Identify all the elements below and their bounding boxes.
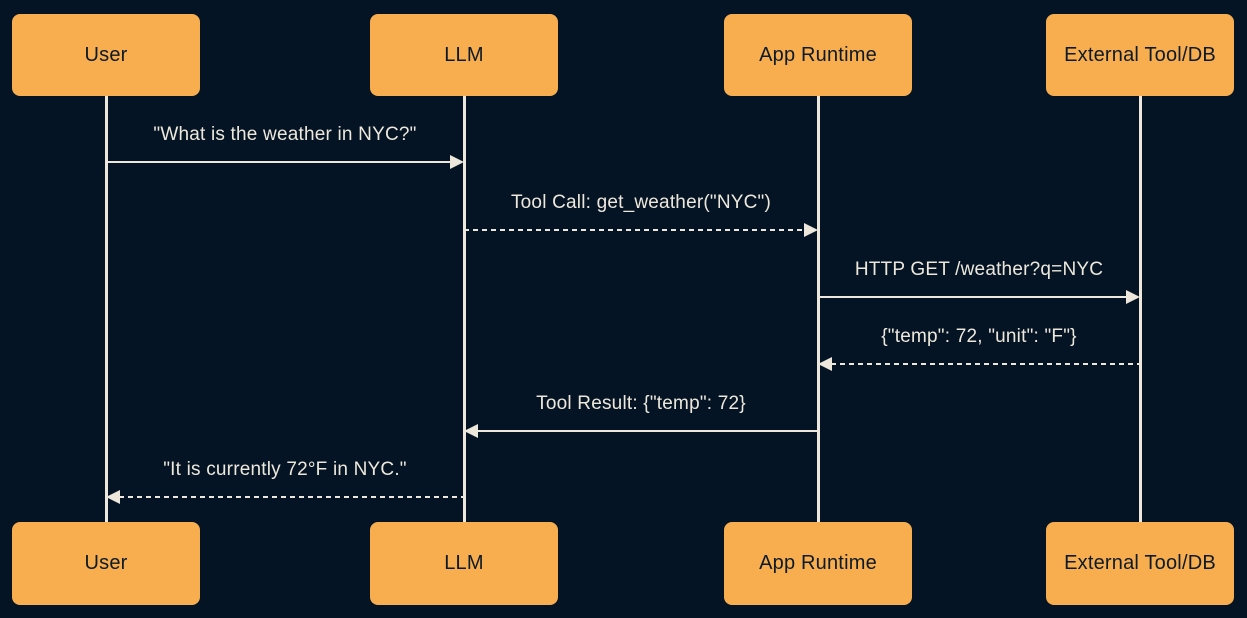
- actor-box-top-app-runtime: App Runtime: [724, 14, 912, 96]
- arrowhead-5: [464, 424, 478, 438]
- actor-box-top-external-tool-db: External Tool/DB: [1046, 14, 1234, 96]
- lifeline-external-tool-db: [1138, 96, 1142, 522]
- actor-box-bottom-external-tool-db: External Tool/DB: [1046, 522, 1234, 605]
- arrowhead-1: [450, 155, 464, 169]
- message-label-6: "It is currently 72°F in NYC.": [163, 459, 407, 480]
- actor-label-external-tool-db: External Tool/DB: [1064, 43, 1216, 66]
- message-line-3: [818, 295, 1127, 299]
- message-label-1: "What is the weather in NYC?": [153, 124, 417, 145]
- actor-box-bottom-llm: LLM: [370, 522, 558, 605]
- message-line-6: [119, 495, 464, 499]
- arrowhead-6: [106, 490, 120, 504]
- lifeline-app-runtime: [816, 96, 820, 522]
- lifeline-llm: [462, 96, 466, 522]
- message-label-4: {"temp": 72, "unit": "F"}: [881, 326, 1077, 347]
- actor-box-top-llm: LLM: [370, 14, 558, 96]
- actor-label-app-runtime: App Runtime: [759, 552, 877, 574]
- arrowhead-4: [818, 357, 832, 371]
- actor-label-external-tool-db: External Tool/DB: [1064, 552, 1216, 574]
- actor-box-top-user: User: [12, 14, 200, 96]
- actor-label-app-runtime: App Runtime: [759, 43, 877, 66]
- message-line-4: [831, 362, 1140, 366]
- message-label-5: Tool Result: {"temp": 72}: [536, 393, 746, 414]
- arrowhead-3: [1126, 290, 1140, 304]
- actor-box-bottom-app-runtime: App Runtime: [724, 522, 912, 605]
- message-line-5: [477, 429, 818, 433]
- actor-label-llm: LLM: [444, 43, 484, 66]
- actor-box-bottom-user: User: [12, 522, 200, 605]
- message-label-3: HTTP GET /weather?q=NYC: [854, 259, 1104, 280]
- actor-label-user: User: [84, 43, 128, 66]
- message-line-2: [464, 228, 805, 232]
- arrowhead-2: [804, 223, 818, 237]
- lifeline-user: [104, 96, 108, 522]
- message-label-2: Tool Call: get_weather("NYC"): [510, 192, 772, 213]
- message-line-1: [106, 160, 451, 164]
- actor-label-user: User: [84, 552, 128, 574]
- actor-label-llm: LLM: [444, 552, 484, 574]
